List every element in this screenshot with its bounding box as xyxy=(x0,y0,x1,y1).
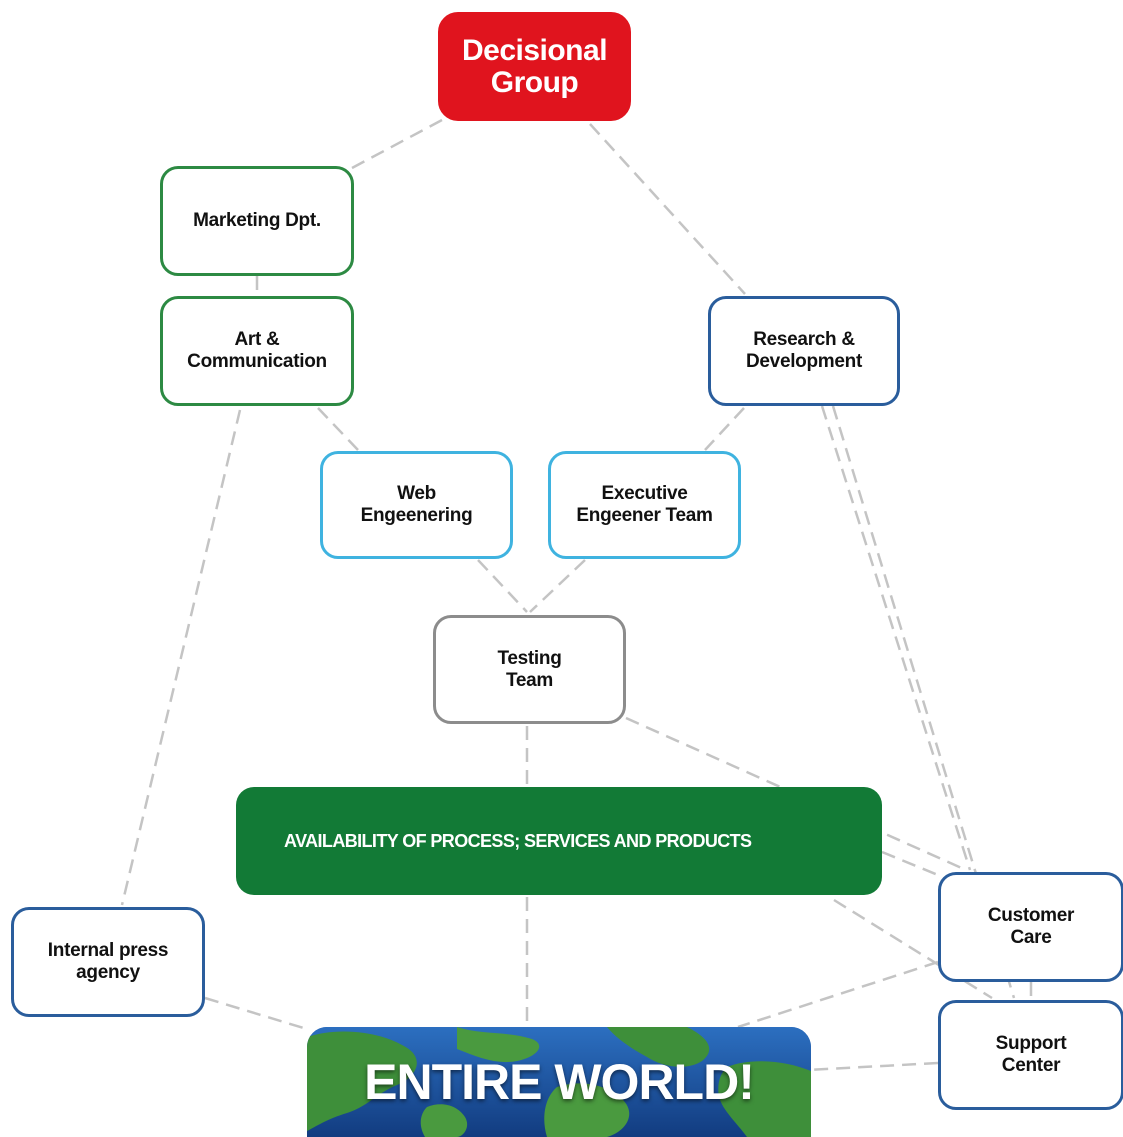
world-map-image xyxy=(307,1027,811,1137)
connector-art-press xyxy=(120,409,242,906)
connector-research-customer xyxy=(820,405,972,871)
connector-customer-world xyxy=(737,960,939,1029)
node-marketing-dpt: Marketing Dpt. xyxy=(160,166,354,276)
node-research-development: Research & Development xyxy=(708,296,900,406)
node-decisional-group: Decisional Group xyxy=(438,12,631,121)
connector-research-executive xyxy=(704,407,745,451)
entire-world-label: ENTIRE WORLD! xyxy=(364,1054,755,1110)
node-support-center: Support Center xyxy=(938,1000,1123,1110)
connector-art-web xyxy=(317,407,359,451)
connector-press-world xyxy=(204,996,311,1032)
connector-executive-testing xyxy=(529,559,586,613)
connector-decisional-research xyxy=(589,123,746,295)
node-internal-press-agency: Internal press agency xyxy=(11,907,205,1017)
availability-banner: AVAILABILITY OF PROCESS; SERVICES AND PR… xyxy=(236,787,882,895)
entire-world-banner: ENTIRE WORLD! xyxy=(307,1027,811,1137)
connector-decisional-marketing xyxy=(351,118,443,170)
connector-support-world xyxy=(807,1061,939,1072)
node-web-engeenering: Web Engeenering xyxy=(320,451,513,559)
node-art-communication: Art & Communication xyxy=(160,296,354,406)
connector-availability-customer xyxy=(881,850,939,877)
connector-web-testing xyxy=(477,559,528,613)
node-testing-team: Testing Team xyxy=(433,615,626,724)
node-executive-engeener-team: Executive Engeener Team xyxy=(548,451,741,559)
node-customer-care: Customer Care xyxy=(938,872,1123,982)
